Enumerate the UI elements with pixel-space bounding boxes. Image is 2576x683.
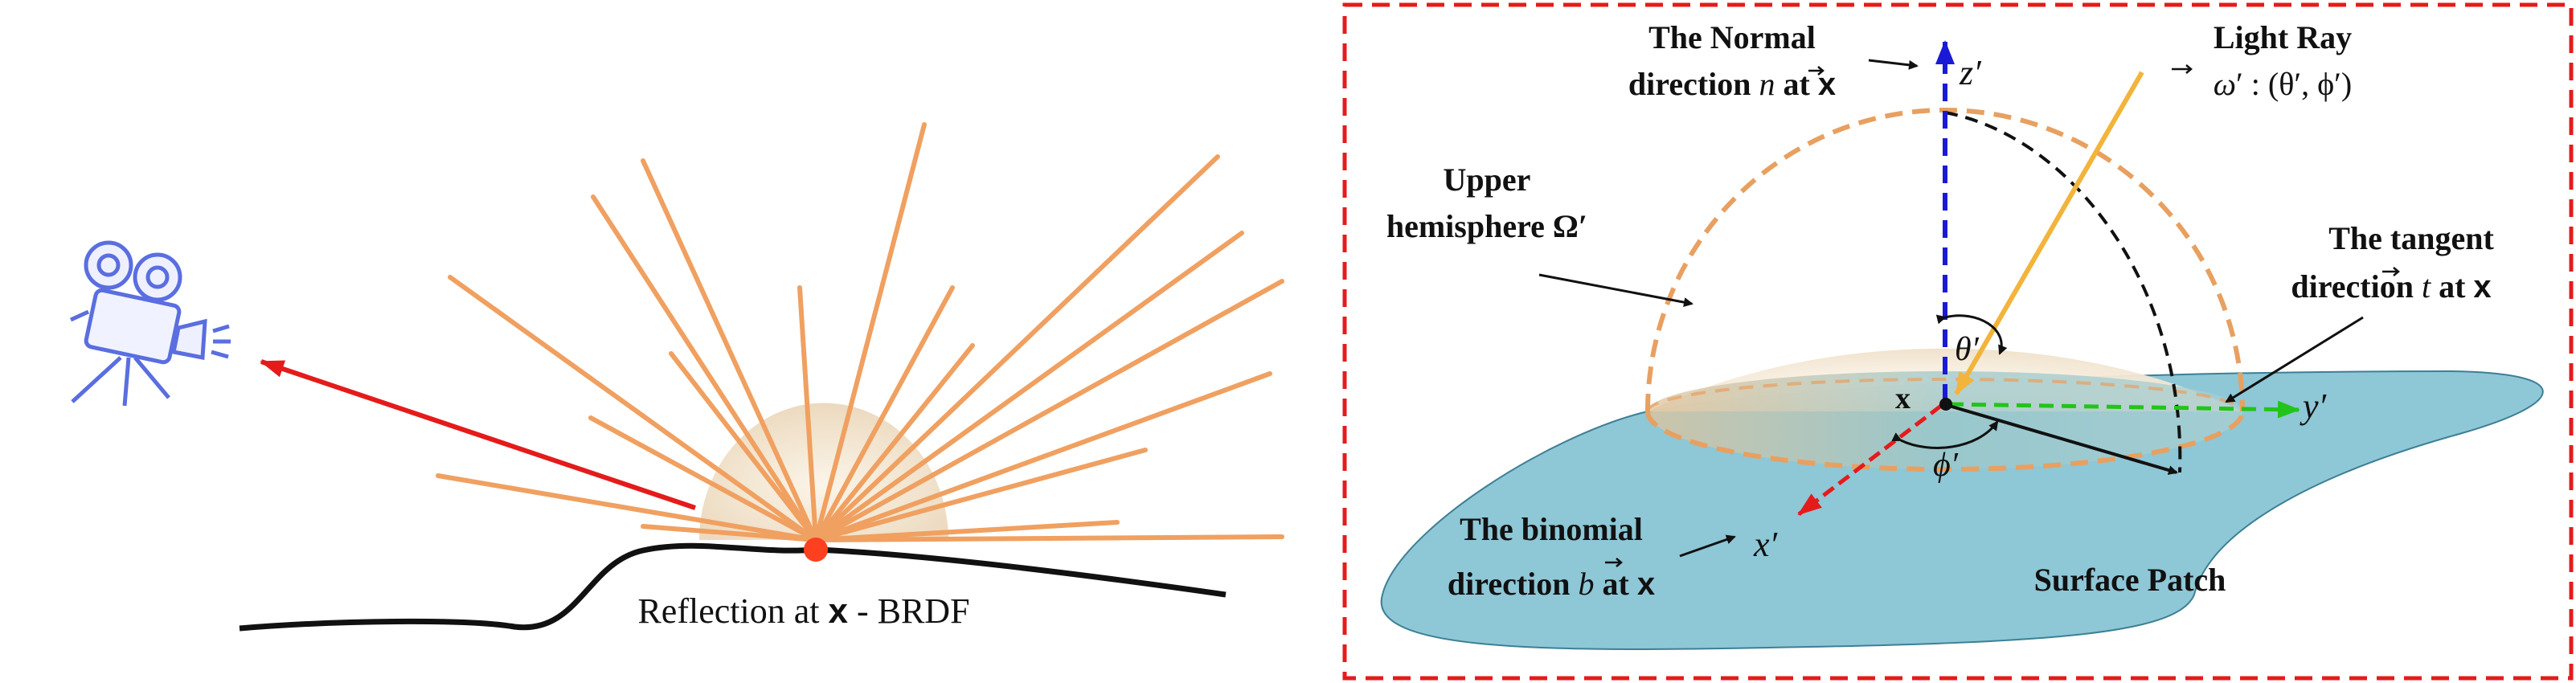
left-caption: Reflection at x - BRDF — [637, 591, 969, 631]
normal-label: The Normal direction n at x — [1628, 19, 1836, 102]
theta-arc — [1935, 314, 2008, 355]
omega-vector-accent — [2172, 64, 2193, 74]
svg-text:hemisphere Ω′: hemisphere Ω′ — [1386, 208, 1587, 244]
binomial-vector-accent — [1605, 558, 1623, 567]
normal-vector-accent — [1808, 66, 1824, 76]
tangent-leader-arrow — [2225, 316, 2364, 403]
svg-text:The binomial: The binomial — [1460, 511, 1643, 547]
svg-text:direction t at x: direction t at x — [2291, 268, 2491, 305]
movie-camera-icon — [69, 240, 231, 407]
panel-frame — [1342, 2, 2574, 681]
projection-line — [1948, 404, 2178, 475]
normal-leader-arrow — [1868, 59, 1919, 70]
binomial-leader-arrow — [1679, 534, 1736, 558]
light-ray-label: Light Ray ω′ : (θ′, ϕ′) — [2214, 19, 2352, 102]
hemisphere-base-front — [1645, 411, 2245, 472]
x-axis-label: x′ — [1753, 525, 1779, 564]
meridian-dashed-arc — [1944, 111, 2182, 473]
surface-patch — [1380, 370, 2544, 650]
surface-patch-label: Surface Patch — [2034, 562, 2226, 598]
phi-arc — [1891, 420, 1999, 449]
left-hemisphere — [699, 403, 948, 540]
incident-rays — [436, 122, 1284, 542]
origin-point — [1939, 398, 1952, 411]
phi-label: ϕ′ — [1933, 447, 1959, 484]
svg-text:ω′ : (θ′, ϕ′): ω′ : (θ′, ϕ′) — [2214, 66, 2352, 102]
hemisphere-base — [1648, 371, 2242, 469]
hemisphere-label: Upper hemisphere Ω′ — [1386, 162, 1587, 244]
reflection-point — [804, 538, 828, 562]
y-axis-label: y′ — [2300, 386, 2328, 426]
hemisphere-base-back — [1646, 378, 2244, 412]
svg-text:Upper: Upper — [1444, 162, 1531, 198]
theta-label: θ′ — [1955, 331, 1980, 368]
left-panel: Reflection at x - BRDF — [69, 122, 1284, 632]
surface-curve — [239, 542, 1227, 632]
y-axis-arrow — [1948, 400, 2300, 419]
outgoing-ray-arrow — [260, 359, 696, 510]
hemisphere-outline — [1645, 108, 2245, 412]
svg-text:direction n at x: direction n at x — [1628, 66, 1836, 102]
tangent-vector-accent — [2382, 267, 2400, 276]
tangent-label: The tangent direction t at x — [2291, 220, 2494, 305]
svg-text:The Normal: The Normal — [1648, 19, 1816, 55]
svg-text:Light Ray: Light Ray — [2214, 19, 2352, 55]
binomial-label: The binomial direction b at x — [1448, 511, 1655, 602]
origin-label: x — [1895, 382, 1910, 415]
z-axis-label: z′ — [1959, 53, 1982, 92]
hemisphere-leader-arrow — [1538, 273, 1693, 308]
svg-text:The tangent: The tangent — [2328, 220, 2494, 256]
right-panel: The Normal direction n at x Light Ray ω′… — [1342, 2, 2574, 681]
svg-text:direction b at x: direction b at x — [1448, 566, 1655, 602]
